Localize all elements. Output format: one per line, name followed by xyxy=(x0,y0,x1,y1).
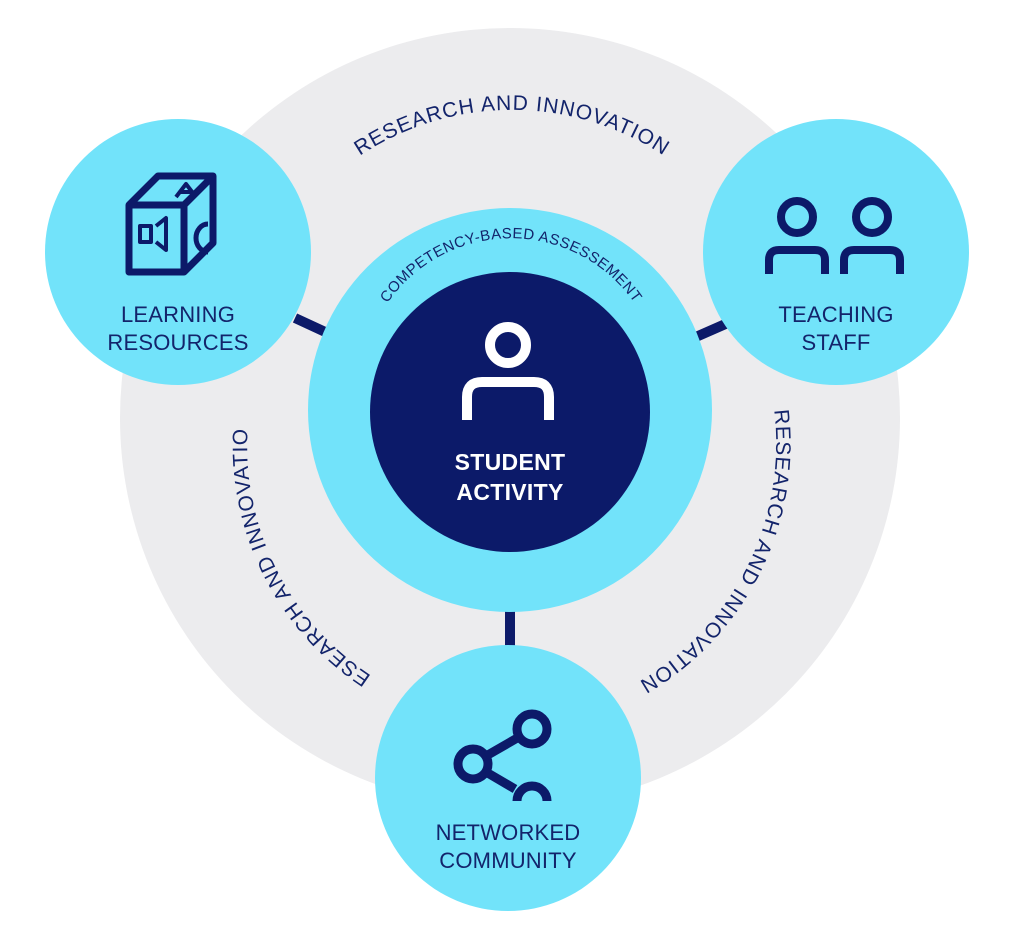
node-learning-resources: LEARNING RESOURCES xyxy=(45,119,311,385)
node-networked-community: NETWORKED COMMUNITY xyxy=(375,645,641,911)
person-icon xyxy=(462,322,554,420)
two-people-icon xyxy=(765,197,904,274)
student-activity-circle xyxy=(370,272,650,552)
networked-community-line1: NETWORKED xyxy=(436,820,581,845)
center-label-line2: ACTIVITY xyxy=(456,479,563,505)
teaching-staff-line2: STAFF xyxy=(801,330,870,355)
teaching-staff-line1: TEACHING xyxy=(778,302,893,327)
learning-resources-line2: RESOURCES xyxy=(107,330,248,355)
share-icon xyxy=(453,709,552,802)
abc-cube-icon xyxy=(125,172,217,276)
node-teaching-staff: TEACHING STAFF xyxy=(703,119,969,385)
center-label-line1: STUDENT xyxy=(455,449,566,475)
networked-community-line2: COMMUNITY xyxy=(439,848,577,873)
learning-resources-line1: LEARNING xyxy=(121,302,235,327)
